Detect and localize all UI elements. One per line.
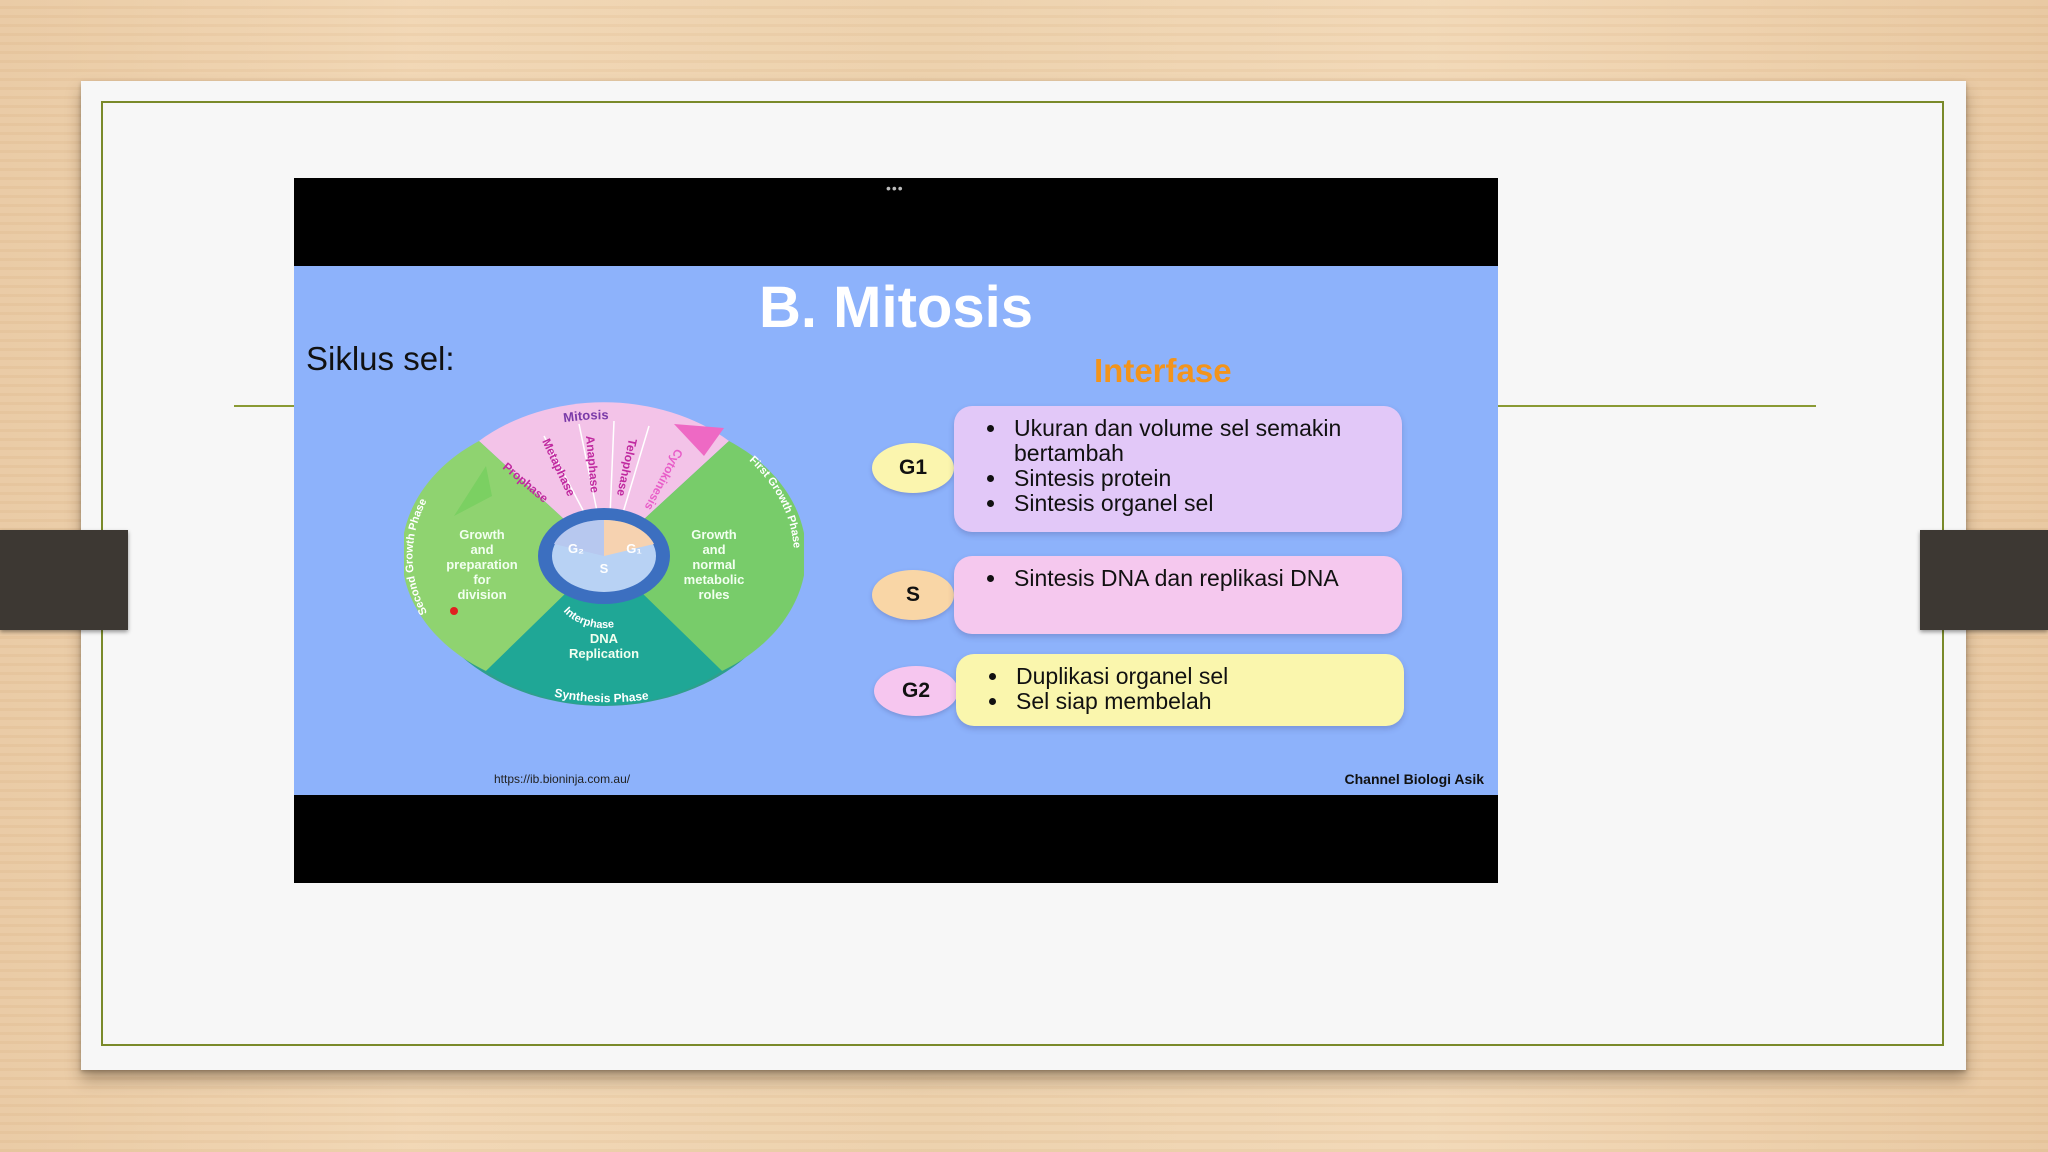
- g2-point-0: Duplikasi organel sel: [1010, 664, 1390, 689]
- g1-text-1: and: [702, 542, 725, 557]
- g1-text-4: roles: [698, 587, 729, 602]
- binder-clip-right: [1920, 530, 2048, 630]
- more-options-icon[interactable]: •••: [886, 180, 904, 196]
- phase-pill-s: S: [872, 570, 954, 620]
- g2-arrow: [454, 466, 492, 516]
- g1-sector: [604, 441, 804, 671]
- lecture-slide: B. Mitosis Siklus sel: Interfase: [294, 266, 1498, 795]
- g1-point-2: Sintesis organel sel: [1008, 491, 1388, 516]
- g2-text-3: for: [473, 572, 490, 587]
- dna-text-1: Replication: [569, 646, 639, 661]
- center-g1: G₁: [626, 541, 642, 556]
- binder-clip-left: [0, 530, 128, 630]
- phase-pill-g2: G2: [874, 666, 958, 716]
- g1-text-0: Growth: [691, 527, 737, 542]
- mitosis-label: Mitosis: [562, 407, 608, 425]
- g2-text-4: division: [457, 587, 506, 602]
- stage-anaphase: Anaphase: [583, 435, 602, 494]
- phase-pill-g1: G1: [872, 443, 954, 493]
- phase-box-g1: Ukuran dan volume sel semakin bertambah …: [954, 406, 1402, 532]
- slide-title: B. Mitosis: [759, 275, 1033, 340]
- dna-text-0: DNA: [590, 631, 619, 646]
- s-sector: [486, 556, 722, 705]
- mitosis-sector: [479, 402, 729, 556]
- phase-box-g2: Duplikasi organel sel Sel siap membelah: [956, 654, 1404, 726]
- g1-text-3: metabolic: [684, 572, 745, 587]
- cell-cycle-diagram: Mitosis Prophase Metaphase Anaphase Telo…: [404, 402, 804, 706]
- g1-text-2: normal: [692, 557, 735, 572]
- g1-point-1: Sintesis protein: [1008, 466, 1388, 491]
- g2-text-2: preparation: [446, 557, 518, 572]
- g2-point-1: Sel siap membelah: [1010, 689, 1390, 714]
- slide-subtitle: Siklus sel:: [306, 340, 455, 377]
- interfase-heading: Interfase: [1094, 352, 1232, 389]
- decor-line-right: [1498, 405, 1816, 407]
- center-s: S: [600, 561, 609, 576]
- s-point-0: Sintesis DNA dan replikasi DNA: [1008, 566, 1388, 591]
- channel-watermark: Channel Biologi Asik: [1344, 771, 1485, 787]
- g2-text-1: and: [470, 542, 493, 557]
- video-player[interactable]: ••• B. Mitosis Siklus sel: Interfase: [294, 178, 1498, 883]
- svg-text:Mitosis: Mitosis: [562, 407, 608, 425]
- phase-box-s: Sintesis DNA dan replikasi DNA: [954, 556, 1402, 634]
- source-url: https://ib.bioninja.com.au/: [494, 772, 631, 786]
- center-g2: G₂: [568, 541, 584, 556]
- decor-line-left: [234, 405, 296, 407]
- g2-text-0: Growth: [459, 527, 505, 542]
- cursor-dot: [450, 607, 458, 615]
- g1-point-0: Ukuran dan volume sel semakin bertambah: [1008, 416, 1388, 466]
- cytokinesis-arrow: [674, 424, 724, 456]
